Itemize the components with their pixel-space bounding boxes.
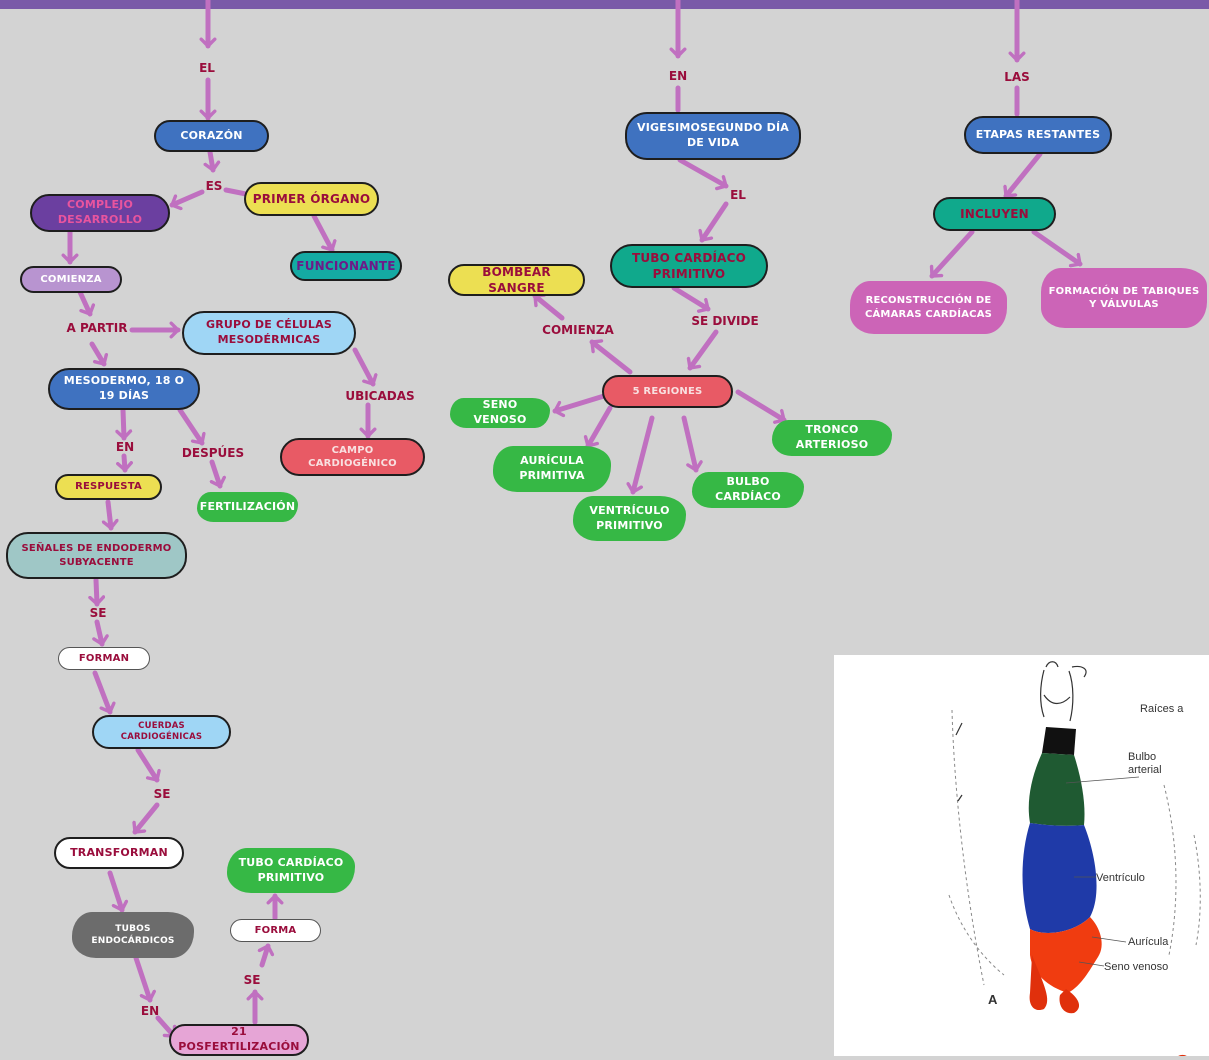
connector-las: LAS	[1004, 70, 1030, 84]
arrow-corazon-es	[203, 149, 221, 173]
node-mesodermo[interactable]: MESODERMO, 18 O 19 DÍAS	[48, 368, 200, 410]
node-cuerdas-cardiogenicas[interactable]: CUERDAS CARDIOGÉNICAS	[92, 715, 231, 749]
connector-se: SE	[89, 606, 107, 620]
connector-a-partir: A PARTIR	[66, 321, 128, 335]
arrow-comienza-apartir	[77, 289, 96, 317]
arrow-vigesimo-el	[677, 157, 729, 191]
node-tubos-endocardicos[interactable]: TUBOS ENDOCÁRDICOS	[72, 912, 194, 958]
connector-el-mid: EL	[730, 188, 746, 202]
arrow-transforman-tubos	[107, 870, 129, 913]
node-grupo-celulas[interactable]: GRUPO DE CÉLULAS MESODÉRMICAS	[182, 311, 356, 355]
arrow-regiones-bulbo	[681, 415, 703, 473]
node-primer-organo[interactable]: PRIMER ÓRGANO	[244, 182, 379, 216]
arrow-incluyen-recon	[929, 229, 975, 279]
connector-se-divide: SE DIVIDE	[691, 314, 759, 328]
arrow-tubos-en	[133, 955, 157, 1003]
arrow-regiones-auricula	[583, 405, 613, 449]
heart-tube-illustration	[948, 661, 1201, 1060]
node-campo-cardiogenico[interactable]: CAMPO CARDIOGÉNICO	[280, 438, 425, 476]
arrow-incluyen-formacion	[1031, 229, 1083, 268]
node-funcionante[interactable]: FUNCIONANTE	[290, 251, 402, 281]
node-21-posfertilizacion[interactable]: 21 POSFERTILIZACIÓN	[169, 1024, 309, 1056]
arrow-mesodermo-en	[115, 407, 133, 441]
node-bombear-sangre[interactable]: BOMBEAR SANGRE	[448, 264, 585, 296]
arrow-regiones-seno	[552, 393, 607, 418]
connector-ubicadas: UBICADAS	[345, 389, 415, 403]
node-bulbo-cardiaco[interactable]: BULBO CARDÍACO	[692, 472, 804, 508]
node-incluyen[interactable]: INCLUYEN	[933, 197, 1056, 231]
arrow-regiones-tronco	[735, 389, 787, 424]
node-comienza[interactable]: COMIENZA	[20, 266, 122, 293]
arrow-en-respuesta	[116, 453, 133, 473]
label-bulbo-arterial: Bulbo arterial	[1128, 751, 1162, 776]
node-complejo-desarrollo[interactable]: COMPLEJO DESARROLLO	[30, 194, 170, 232]
top-banner-strip	[0, 0, 1209, 9]
arrow-respuesta-senales	[101, 499, 119, 531]
connector-en-mid: EN	[668, 69, 688, 83]
node-forma[interactable]: FORMA	[230, 919, 321, 942]
arrow-sedivide-regiones	[686, 329, 719, 371]
node-5-regiones[interactable]: 5 REGIONES	[602, 375, 733, 408]
node-tronco-arterioso[interactable]: TRONCO ARTERIOSO	[772, 420, 892, 456]
node-tubo-cardiaco-primitivo-mid[interactable]: TUBO CARDÍACO PRIMITIVO	[610, 244, 768, 288]
node-fertilizacion[interactable]: FERTILIZACIÓN	[197, 492, 298, 522]
arrow-se-forma	[257, 943, 275, 968]
arrow-regiones-ventriculo	[626, 415, 655, 495]
label-raices: Raíces a	[1140, 703, 1184, 715]
node-tubo-cardiaco-primitivo-left[interactable]: TUBO CARDÍACO PRIMITIVO	[227, 848, 355, 893]
node-formacion-tabiques[interactable]: FORMACIÓN DE TABIQUES Y VÁLVULAS	[1041, 268, 1207, 328]
arrow-se-forman	[92, 619, 109, 647]
arrow-mesodermo-despues	[177, 407, 206, 446]
node-senales-endodermo[interactable]: SEÑALES DE ENDODERMO SUBYACENTE	[6, 532, 187, 579]
node-ventriculo-primitivo[interactable]: VENTRÍCULO PRIMITIVO	[573, 496, 686, 541]
connector-en-bottom: EN	[140, 1004, 160, 1018]
arrow-despues-fert	[209, 459, 227, 489]
arrow-forman-cuerdas	[92, 670, 116, 715]
arrow-senales-se	[88, 577, 106, 607]
connector-comienza: COMIENZA	[542, 323, 614, 337]
connector-el: EL	[199, 61, 215, 75]
arrow-etapas-incluyen	[1003, 151, 1043, 199]
arrow-el-tubo	[698, 201, 729, 243]
node-seno-venoso[interactable]: SENO VENOSO	[450, 398, 550, 428]
arrow-comienza-bombear	[532, 293, 565, 321]
node-respuesta[interactable]: RESPUESTA	[55, 474, 162, 500]
heart-tube-figure: Raíces a Bulbo arterial Ventrículo Auríc…	[834, 655, 1209, 1060]
arrow-tubo-sedivide	[671, 285, 711, 313]
arrow-cuerdas-se	[135, 747, 161, 783]
node-transforman[interactable]: TRANSFORMAN	[54, 837, 184, 869]
arrow-regiones-comienza	[589, 339, 633, 375]
connector-es: ES	[205, 179, 223, 193]
connector-despues: DESPÚES	[181, 446, 245, 460]
node-forman[interactable]: FORMAN	[58, 647, 150, 670]
connector-en: EN	[115, 440, 135, 454]
arrow-se-transforman	[132, 802, 160, 835]
node-vigesimosegundo[interactable]: VIGESIMOSEGUNDO DÍA DE VIDA	[625, 112, 801, 160]
arrow-grupo-ubicadas	[352, 347, 378, 387]
connector-se-2: SE	[153, 787, 171, 801]
connector-se-3: SE	[243, 973, 261, 987]
label-panel-a: A	[988, 992, 998, 1007]
label-seno-venoso: Seno venoso	[1104, 961, 1169, 973]
node-corazon[interactable]: CORAZÓN	[154, 120, 269, 152]
arrow-apartir-mesodermo	[89, 341, 109, 367]
node-etapas-restantes[interactable]: ETAPAS RESTANTES	[964, 116, 1112, 154]
arrow-es-complejo	[169, 189, 205, 211]
label-auricula: Aurícula	[1128, 936, 1169, 948]
label-ventriculo: Ventrículo	[1096, 872, 1145, 884]
arrow-primer-funcionante	[311, 213, 337, 253]
node-auricula-primitiva[interactable]: AURÍCULA PRIMITIVA	[493, 446, 611, 492]
node-reconstruccion-camaras[interactable]: RECONSTRUCCIÓN DE CÁMARAS CARDÍACAS	[850, 281, 1007, 334]
